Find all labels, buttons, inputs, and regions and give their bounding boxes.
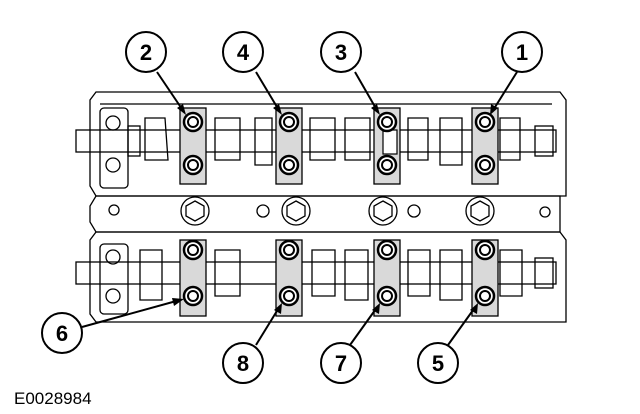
callout-label: 2 <box>140 40 152 65</box>
bolt <box>182 111 204 133</box>
callout-6: 6 <box>41 312 83 354</box>
callout-label: 1 <box>516 40 528 65</box>
callout-7: 7 <box>320 342 362 384</box>
bolt <box>376 285 398 307</box>
bolt <box>278 285 300 307</box>
callout-1: 1 <box>501 31 543 73</box>
callout-2: 2 <box>125 31 167 73</box>
center-plug-rail <box>89 195 561 233</box>
bolt <box>474 111 496 133</box>
callout-label: 7 <box>335 351 347 376</box>
bolt <box>278 154 300 176</box>
figure-id: E0028984 <box>14 389 92 408</box>
callout-4: 4 <box>222 31 264 73</box>
callout-label: 4 <box>237 40 250 65</box>
callout-label: 3 <box>335 40 347 65</box>
bolt <box>474 154 496 176</box>
bolt <box>474 239 496 261</box>
bearing-cap-bolts <box>182 111 496 307</box>
callout-8: 8 <box>222 342 264 384</box>
bolt <box>182 154 204 176</box>
bolt <box>376 154 398 176</box>
bolt <box>474 285 496 307</box>
leader-lines <box>81 71 518 346</box>
callout-label: 8 <box>237 351 249 376</box>
bolt <box>376 239 398 261</box>
bolt <box>376 111 398 133</box>
callout-3: 3 <box>320 31 362 73</box>
callout-label: 6 <box>56 321 68 346</box>
bolt <box>278 239 300 261</box>
bolt <box>182 285 204 307</box>
bolt <box>182 239 204 261</box>
callout-label: 5 <box>432 351 444 376</box>
callout-5: 5 <box>417 342 459 384</box>
bolt <box>278 111 300 133</box>
